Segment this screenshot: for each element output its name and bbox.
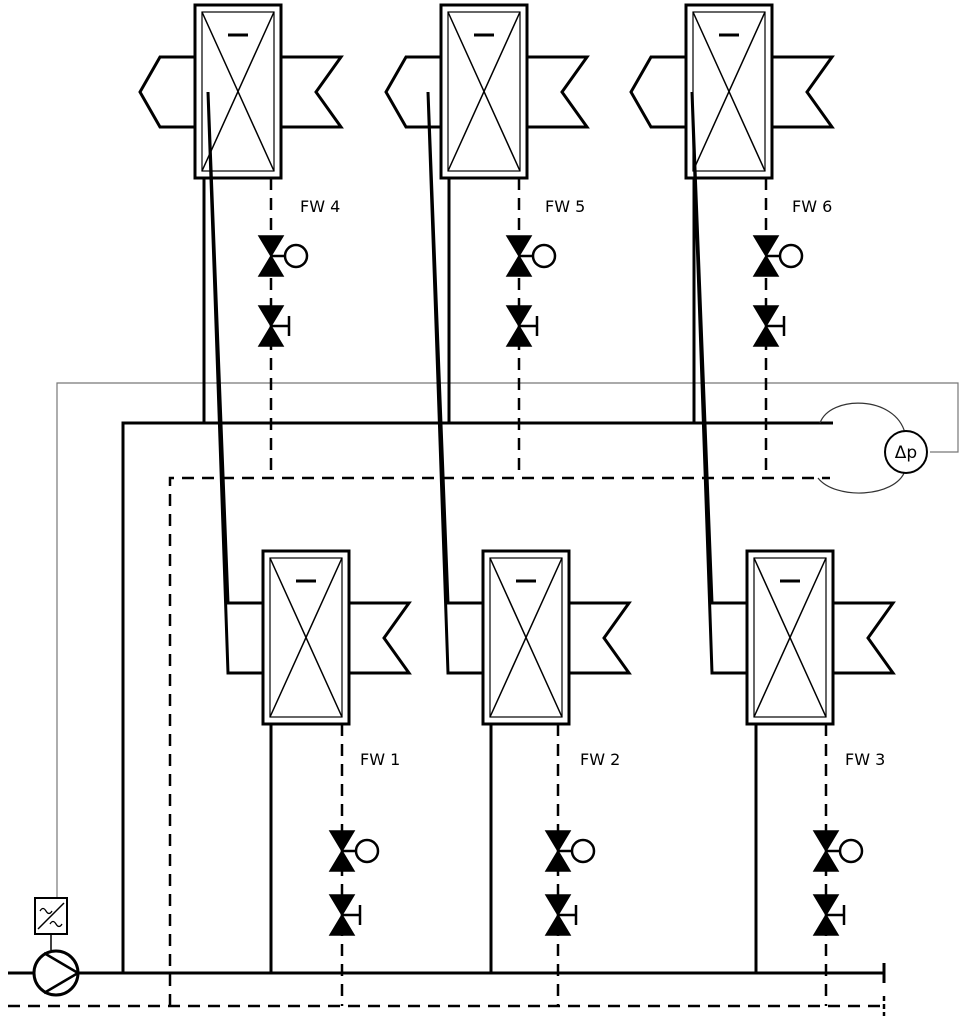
air-outlet-icon [569, 601, 632, 675]
unit-fw5: FW 5 [384, 3, 590, 478]
heat-exchanger-cross [447, 11, 521, 172]
heat-exchanger-cross [753, 557, 827, 718]
control-valve-icon [812, 830, 840, 872]
valve-actuator-icon [570, 838, 596, 864]
unit-label: FW 5 [545, 197, 585, 216]
valve-actuator-icon [778, 243, 804, 269]
air-inlet-icon [690, 91, 747, 675]
air-inlet-icon [138, 55, 195, 129]
unit-fw3: FW 3 [690, 91, 896, 1006]
unit-fw1: FW 1 [206, 91, 412, 1006]
heat-exchanger-inner-frame [753, 557, 827, 718]
sensor-impulse-line-supply [819, 402, 906, 434]
differential-pressure-sensor-icon [884, 430, 928, 474]
unit-fw2: FW 2 [426, 91, 632, 1006]
supply-riser [121, 421, 833, 973]
frequency-converter-icon [34, 897, 68, 935]
valve-actuator-icon [354, 838, 380, 864]
control-valve-icon [328, 830, 356, 872]
unit-fw6: FW 6 [629, 3, 835, 478]
heat-exchanger-cross [269, 557, 343, 718]
control-valve-icon [257, 235, 285, 277]
heat-exchanger-inner-frame [269, 557, 343, 718]
fan-coil-units: FW 4 FW 5 FW 6 FW 1 FW 2 FW 3 [138, 3, 896, 1006]
return-riser [168, 476, 830, 1006]
heat-exchanger-inner-frame [692, 11, 766, 172]
unit-label: FW 3 [845, 750, 885, 769]
air-inlet-icon [426, 91, 483, 675]
valve-actuator-icon [283, 243, 309, 269]
air-outlet-icon [772, 55, 835, 129]
unit-fw4: FW 4 [138, 3, 344, 478]
heat-exchanger-cross [489, 557, 563, 718]
sensor-label: Δp [895, 443, 917, 463]
air-outlet-icon [349, 601, 412, 675]
unit-label: FW 1 [360, 750, 400, 769]
air-outlet-icon [833, 601, 896, 675]
air-inlet-icon [629, 55, 686, 129]
heat-exchanger-inner-frame [201, 11, 275, 172]
unit-label: FW 4 [300, 197, 340, 216]
valve-actuator-icon [531, 243, 557, 269]
control-valve-icon [505, 235, 533, 277]
air-outlet-icon [281, 55, 344, 129]
air-outlet-icon [527, 55, 590, 129]
heat-exchanger-cross [692, 11, 766, 172]
piping [8, 421, 886, 1016]
control-valve-icon [752, 235, 780, 277]
valve-actuator-icon [838, 838, 864, 864]
differential-pressure-sensor: Δp [817, 402, 928, 494]
sensor-impulse-line-return [817, 470, 906, 494]
unit-label: FW 6 [792, 197, 832, 216]
air-inlet-icon [206, 91, 263, 675]
heat-exchanger-cross [201, 11, 275, 172]
heat-exchanger-inner-frame [489, 557, 563, 718]
circulation-pump-icon [32, 949, 80, 997]
control-signal-line [56, 382, 959, 898]
heat-exchanger-inner-frame [447, 11, 521, 172]
control-valve-icon [544, 830, 572, 872]
air-inlet-icon [384, 55, 441, 129]
unit-label: FW 2 [580, 750, 620, 769]
